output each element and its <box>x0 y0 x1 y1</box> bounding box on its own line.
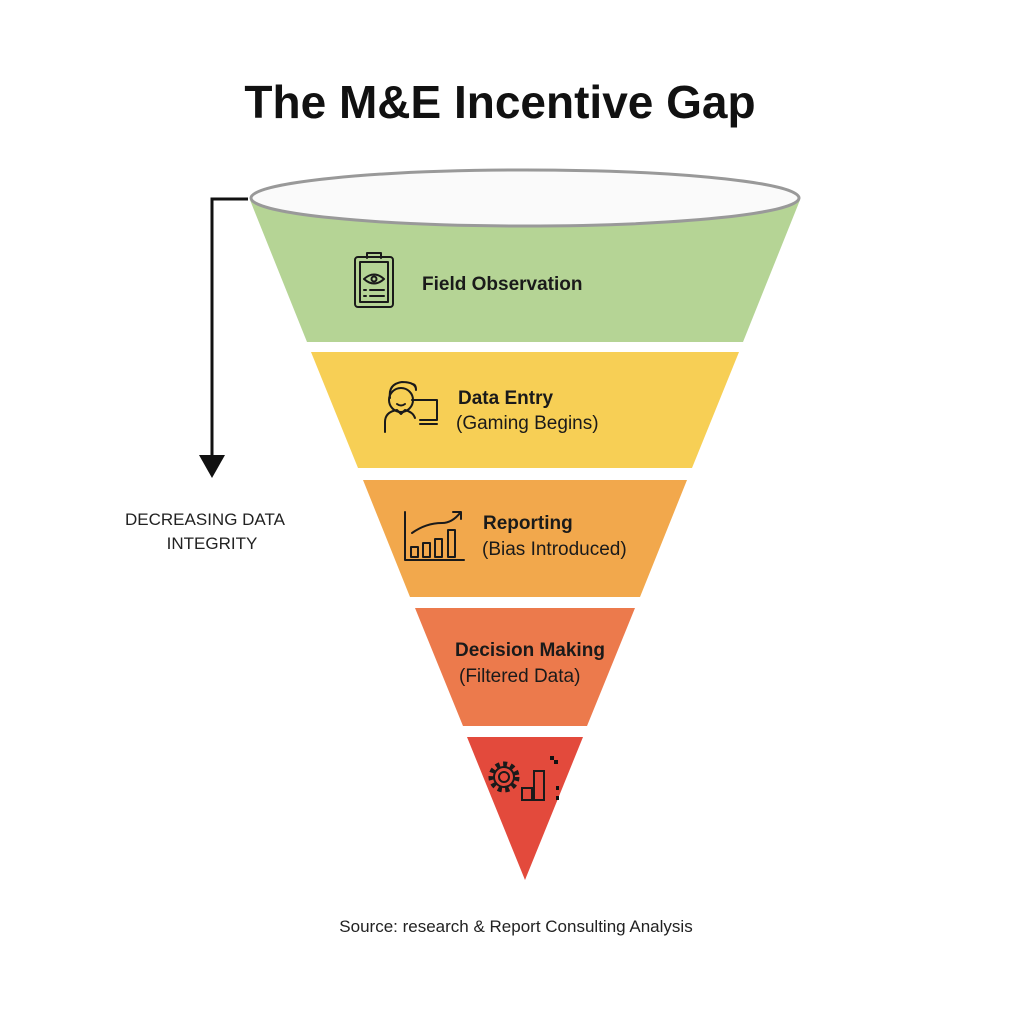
side-label-line2: INTEGRITY <box>167 534 258 553</box>
side-label-line1: DECREASING DATA <box>125 510 286 529</box>
stage-2-title: Data Entry <box>458 388 553 409</box>
page-title: The M&E Incentive Gap <box>244 76 755 128</box>
stage-4-subtitle: (Filtered Data) <box>459 666 580 687</box>
source-note: Source: research & Report Consulting Ana… <box>339 917 692 936</box>
stage-3-subtitle: (Bias Introduced) <box>482 539 627 560</box>
stage-1-title: Field Observation <box>422 274 582 295</box>
funnel-band-reporting <box>363 480 687 597</box>
stage-2-subtitle: (Gaming Begins) <box>456 413 599 434</box>
stage-4-title: Decision Making <box>455 640 605 661</box>
decreasing-integrity-arrow <box>199 197 248 478</box>
person-computer-icon <box>384 381 438 433</box>
funnel-band-outcome <box>467 737 583 880</box>
stage-3-title: Reporting <box>483 513 573 534</box>
funnel-band-data-entry <box>311 352 739 468</box>
funnel-band-decision-making <box>415 608 635 726</box>
clipboard-eye-icon <box>354 252 394 308</box>
funnel-top-rim <box>249 168 801 228</box>
bar-chart-growth-icon <box>404 511 465 561</box>
gear-chart-icon <box>488 756 559 801</box>
